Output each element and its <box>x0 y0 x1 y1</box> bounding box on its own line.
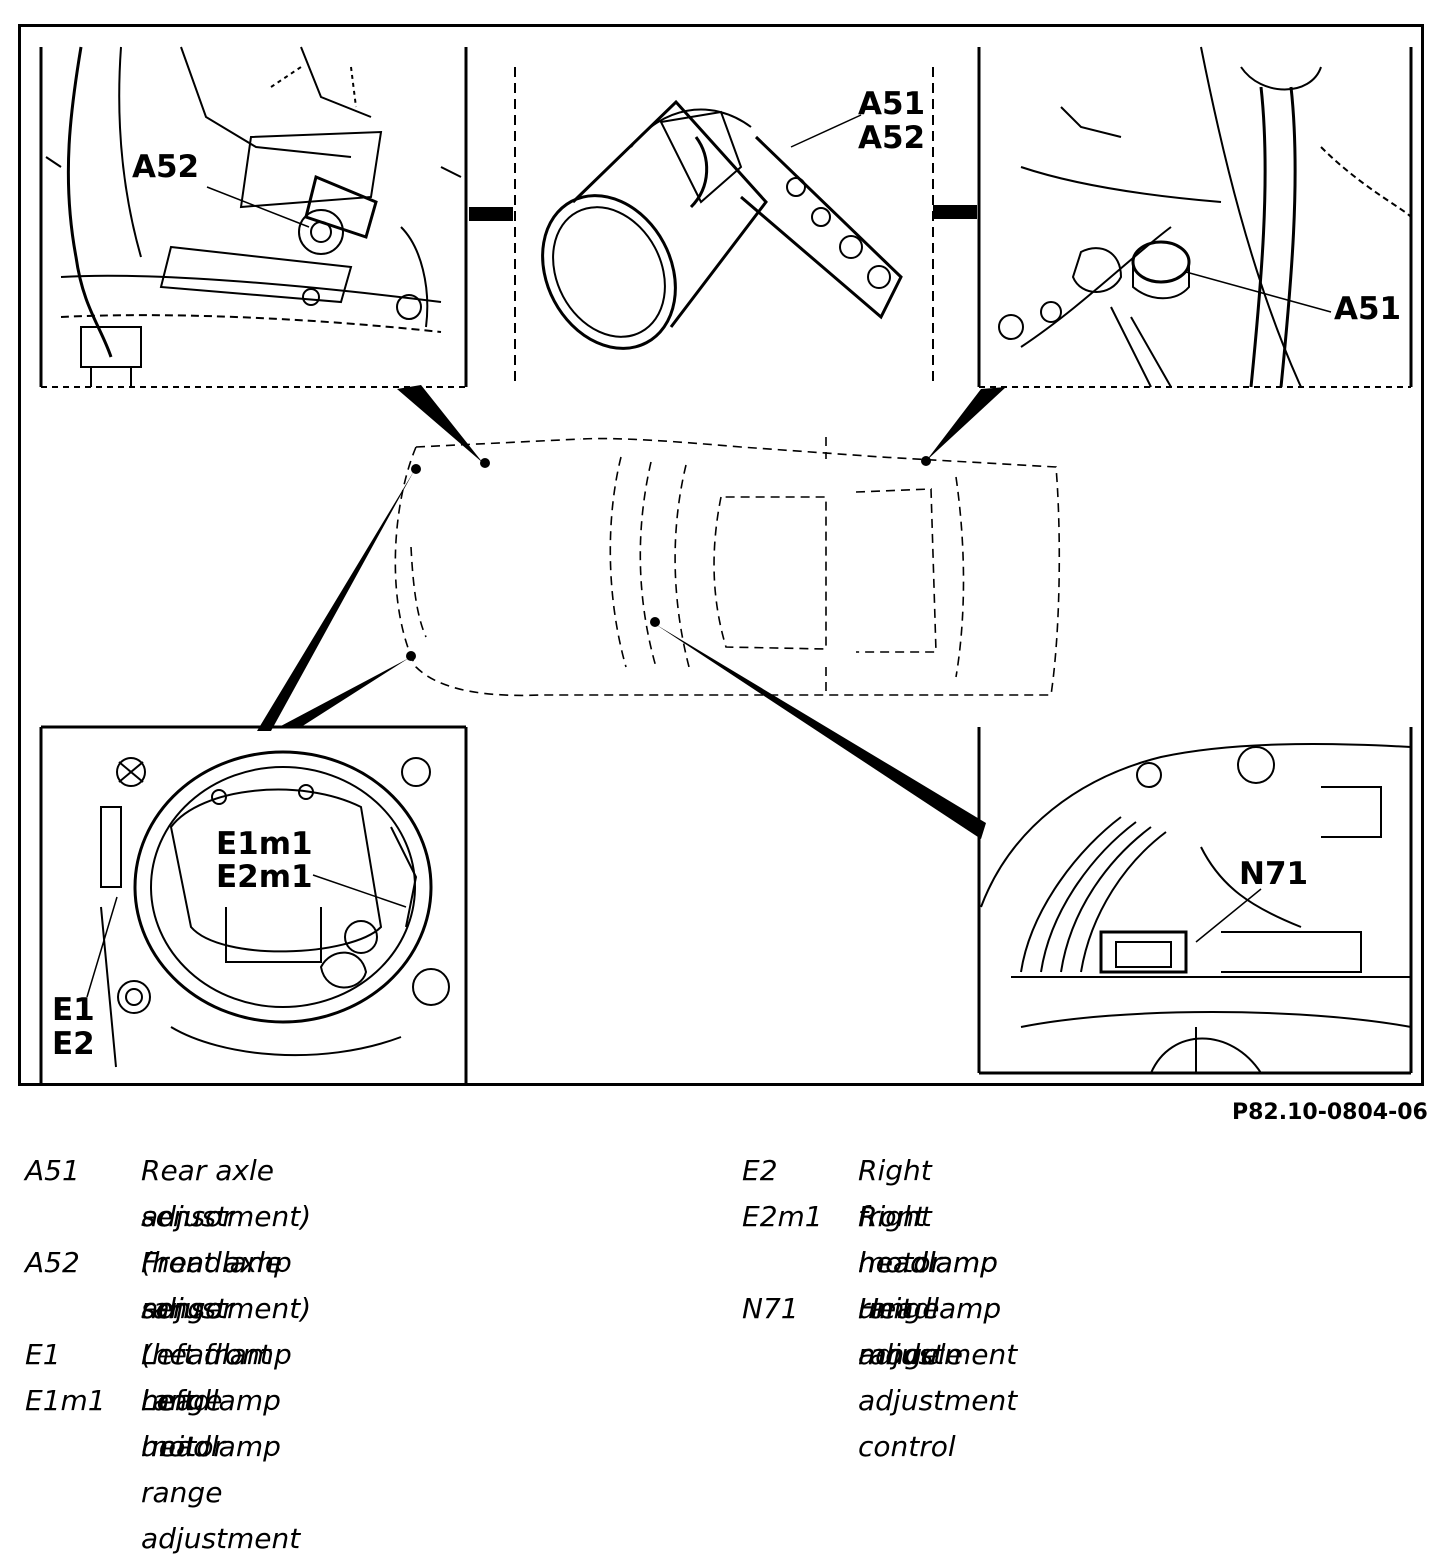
legend-code: E2m1 <box>742 1200 823 1233</box>
dot-left-headlamp <box>411 464 421 474</box>
detail-rear-axle-sensor <box>977 46 1413 388</box>
legend-desc: Headlamp range adjustment control <box>858 1292 1018 1463</box>
dot-control-module <box>650 617 660 627</box>
legend-desc: Left front headlamp unit <box>141 1338 281 1463</box>
legend-code: N71 <box>742 1292 799 1325</box>
legend-desc: Right headlamp range adjustment <box>858 1200 1018 1371</box>
figure-reference: P82.10-0804-06 <box>1232 1100 1428 1125</box>
legend-desc: Front axle sensor (headlamp range <box>141 1246 292 1417</box>
legend-code: E1m1 <box>25 1384 106 1417</box>
detail-axle-sensor-unit <box>514 67 934 387</box>
legend-code: A52 <box>25 1246 80 1279</box>
legend-right: E2 Right front headlamp unit E2m1 Right … <box>742 1148 1442 1463</box>
label-a51-rear-sensor: A51 <box>1334 291 1402 327</box>
legend-code: E1 <box>25 1338 61 1371</box>
legend-desc: Right front headlamp unit <box>858 1154 998 1325</box>
legend-desc: Left headlamp range adjustment <box>141 1384 301 1555</box>
legend-code: A51 <box>25 1154 80 1187</box>
legend-desc-cont: motor <box>141 1430 226 1463</box>
legend-desc: Rear axle sensor (headlamp range <box>141 1154 292 1325</box>
legend-desc-cont: adjustment) <box>141 1292 312 1325</box>
legend-desc-cont: adjustment) <box>141 1200 312 1233</box>
legend-desc-cont: motor <box>858 1246 943 1279</box>
label-e1m1: E1m1 <box>216 826 313 862</box>
dot-front-axle-sensor <box>480 458 490 468</box>
vehicle-outline <box>394 437 1061 697</box>
dot-right-headlamp <box>406 651 416 661</box>
diagram-artwork <box>39 46 1413 1083</box>
legend-code: E2 <box>742 1154 778 1187</box>
detail-control-module <box>977 727 1413 1075</box>
label-e2: E2 <box>52 1026 95 1062</box>
detail-left-headlamp <box>39 725 468 1083</box>
detail-front-axle-sensor <box>39 46 468 388</box>
diagram-frame: A52 A51 A52 A51 E1m1 E2m1 E1 E2 N71 <box>18 24 1424 1086</box>
label-e2m1: E2m1 <box>216 859 313 895</box>
label-a52-sensor-unit: A52 <box>858 120 926 156</box>
legend-left: A51 Rear axle sensor (headlamp range adj… <box>25 1148 715 1555</box>
label-n71: N71 <box>1239 856 1309 892</box>
label-e1: E1 <box>52 992 95 1028</box>
label-a52-front-sensor: A52 <box>132 149 200 185</box>
legend-desc-cont: module <box>858 1338 963 1371</box>
label-a51-sensor-unit: A51 <box>858 86 926 122</box>
